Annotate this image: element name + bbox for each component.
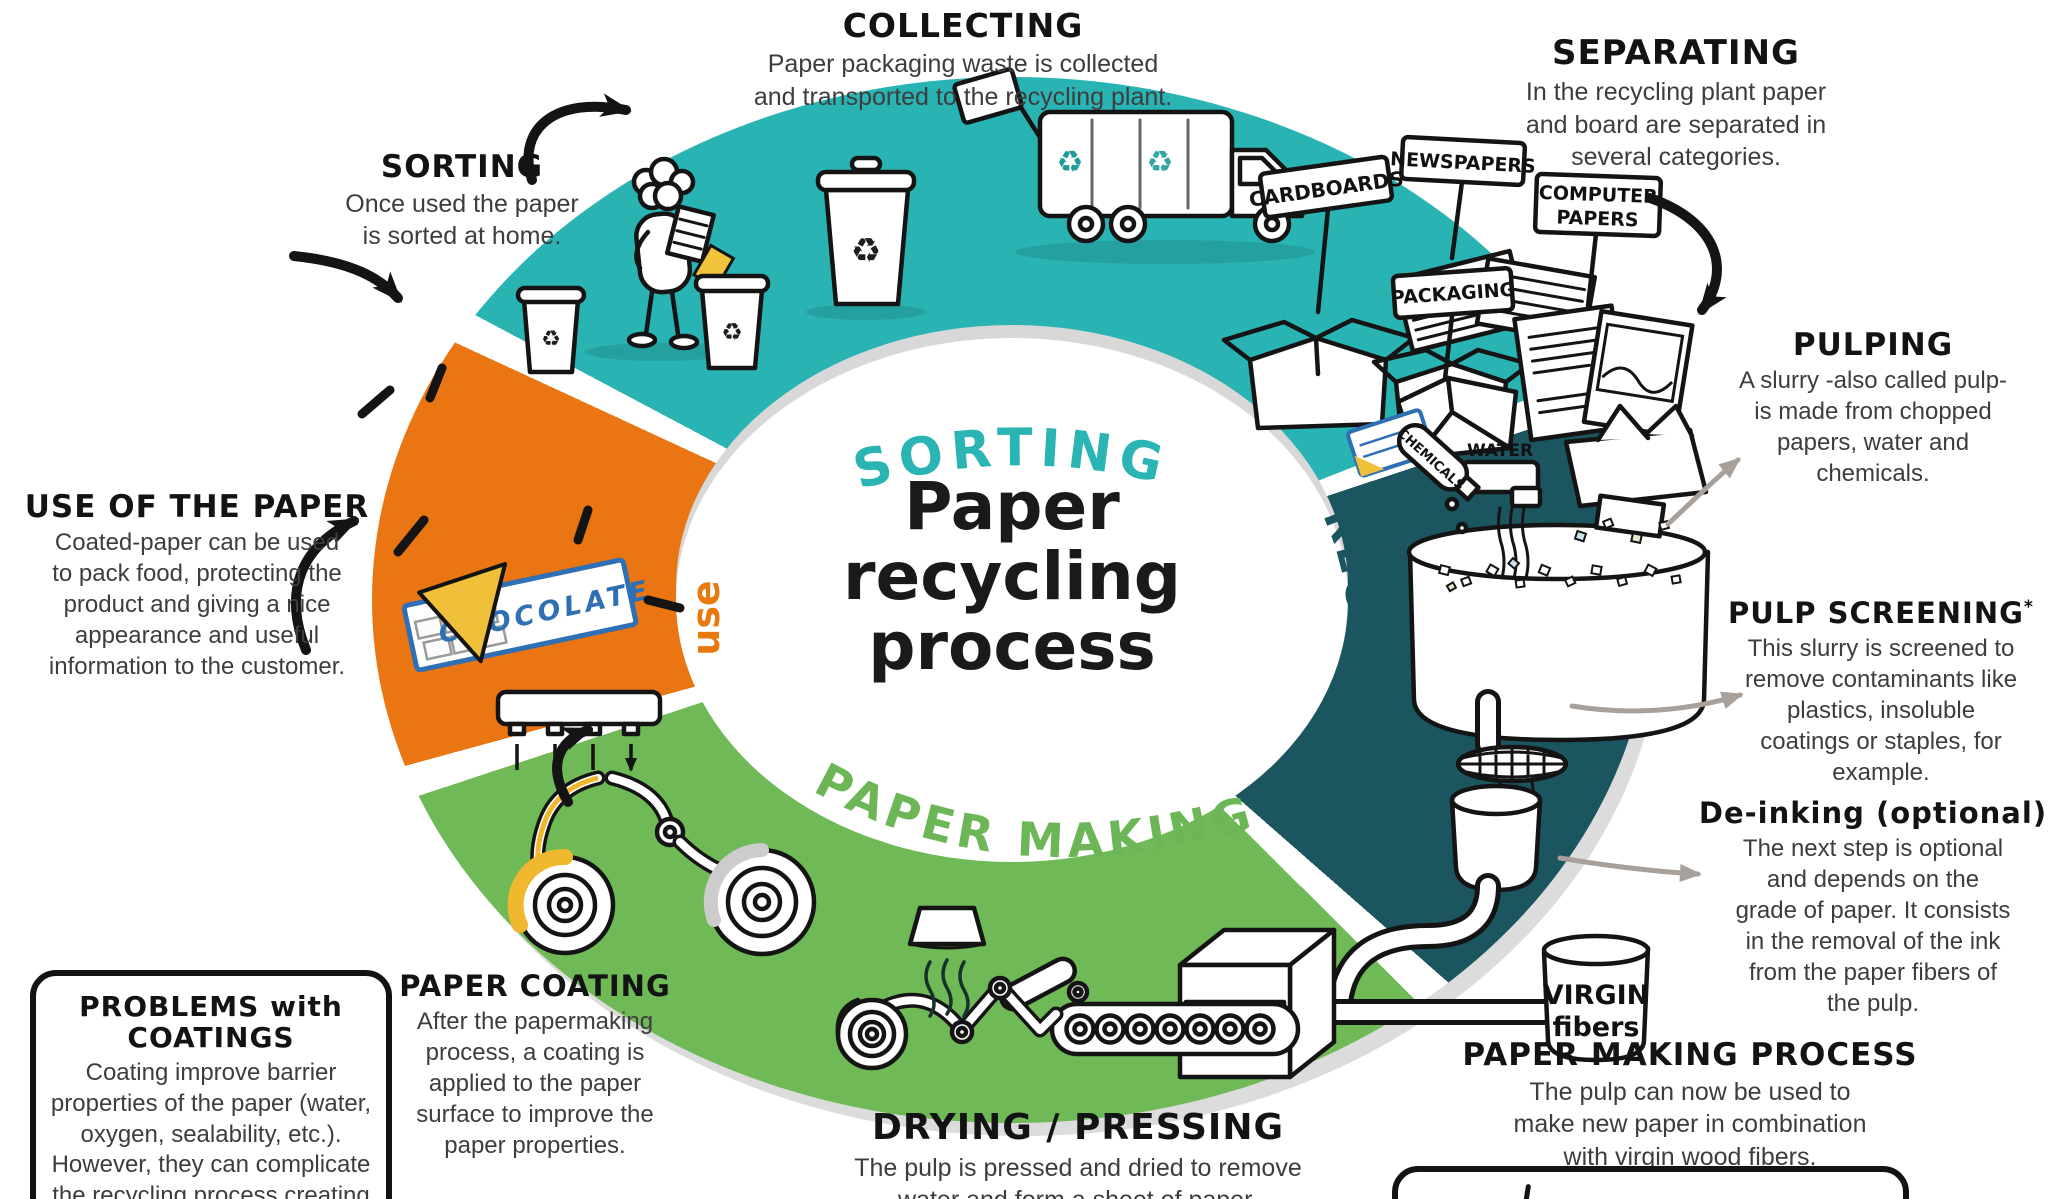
ring-label-paper-making: PAPER MAKING — [806, 753, 1261, 870]
step-paper-coating: PAPER COATING After the papermaking proc… — [390, 969, 680, 1162]
water-label: WATER — [1467, 441, 1533, 461]
step-de-inking: De-inking (optional) The next step is op… — [1698, 796, 2048, 1020]
step-title: PULPING — [1792, 327, 1954, 363]
pipes — [1317, 873, 1557, 1025]
step-body: This slurry is screened to remove contam… — [1744, 634, 2018, 786]
coating-spray-arrows — [515, 744, 631, 770]
ground-shadows — [585, 240, 1315, 361]
step-separating: SEPARATING In the recycling plant paper … — [1466, 33, 1886, 173]
step-title: COLLECTING — [842, 6, 1084, 45]
step-body: Paper packaging waste is collected and t… — [753, 50, 1173, 111]
box-title: PROBLEMS with COATINGS — [79, 990, 343, 1054]
step-drying-pressing: DRYING / PRESSING The pulp is pressed an… — [843, 1108, 1313, 1199]
footnote-box — [1392, 1166, 1909, 1199]
recycle-symbol-icon: ♻ — [851, 232, 881, 270]
step-title: PAPER COATING — [399, 969, 671, 1003]
paper-machine-illustration — [835, 905, 1337, 1080]
step-body: The next step is optional and depends on… — [1735, 834, 2011, 1017]
problems-with-coatings-box: PROBLEMS with COATINGS Coating improve b… — [30, 970, 392, 1199]
step-title: SORTING — [380, 149, 544, 185]
virgin-fibers-label-line2: fibers — [1552, 1012, 1639, 1043]
pulping-illustration: WATER CHEMICALS — [1394, 403, 1711, 893]
recycle-symbol-icon: ♻ — [541, 326, 561, 351]
step-collecting: COLLECTING Paper packaging waste is coll… — [733, 6, 1193, 113]
computer-papers-sign-label-line2: PAPERS — [1556, 207, 1639, 232]
ring-label-use: use — [684, 580, 728, 656]
step-body: After the papermaking process, a coating… — [416, 1007, 654, 1159]
box-body: Coating improve barrier properties of th… — [50, 1058, 372, 1199]
step-title: PULP SCREENING* — [1728, 596, 2034, 630]
virgin-fibers-illustration: VIRGIN fibers — [1541, 933, 1651, 1063]
chocolate-bar-illustration: CHOCOLATE — [401, 557, 654, 673]
flow-arrows — [289, 93, 1727, 807]
coated-roll-foil — [507, 849, 573, 933]
recycle-symbol-icon: ♻ — [1057, 146, 1084, 179]
step-title: De-inking (optional) — [1698, 796, 2048, 830]
paper-coating-illustration — [495, 689, 817, 957]
step-pulping: PULPING A slurry -also called pulp- is m… — [1698, 328, 2048, 490]
ring-center — [676, 338, 1348, 862]
step-title: USE OF THE PAPER — [24, 489, 370, 525]
pointer-arrows — [1557, 457, 1744, 882]
step-body: Once used the paper is sorted at home. — [345, 190, 579, 251]
page-title: Paper recycling process — [842, 468, 1182, 685]
step-title: SEPARATING — [1552, 33, 1800, 73]
footnote-asterisk: * — [2023, 597, 2034, 618]
recycle-bins-illustration: ♻ ♻ ♻ — [515, 155, 917, 375]
step-body: The pulp is pressed and dried to remove … — [854, 1153, 1302, 1199]
recycle-symbol-icon: ♻ — [721, 319, 743, 346]
step-body: A slurry -also called pulp- is made from… — [1738, 367, 2008, 487]
step-paper-making-process: PAPER MAKING PROCESS The pulp can now be… — [1450, 1038, 1930, 1173]
step-use-of-paper: USE OF THE PAPER Coated-paper can be use… — [22, 490, 372, 683]
virgin-fibers-label-line1: VIRGIN — [1543, 980, 1650, 1011]
step-title: DRYING / PRESSING — [872, 1107, 1284, 1148]
step-pulp-screening: PULP SCREENING* This slurry is screened … — [1714, 596, 2048, 789]
step-title: PAPER MAKING PROCESS — [1462, 1037, 1918, 1073]
emphasis-dashes — [357, 363, 685, 613]
step-body: The pulp can now be used to make new pap… — [1513, 1078, 1867, 1171]
garbage-truck-illustration: ♻ ♻ — [952, 67, 1305, 244]
recycle-symbol-icon: ♻ — [1147, 146, 1174, 179]
step-sorting: SORTING Once used the paper is sorted at… — [282, 150, 642, 253]
step-body: In the recycling plant paper and board a… — [1525, 78, 1827, 171]
step-body: Coated-paper can be used to pack food, p… — [48, 529, 346, 680]
computer-papers-sign-label-line1: COMPUTER — [1538, 182, 1658, 208]
steam-lines — [924, 958, 970, 1018]
footnote-mark — [1521, 1183, 1532, 1199]
paper-bits — [1437, 517, 1682, 593]
